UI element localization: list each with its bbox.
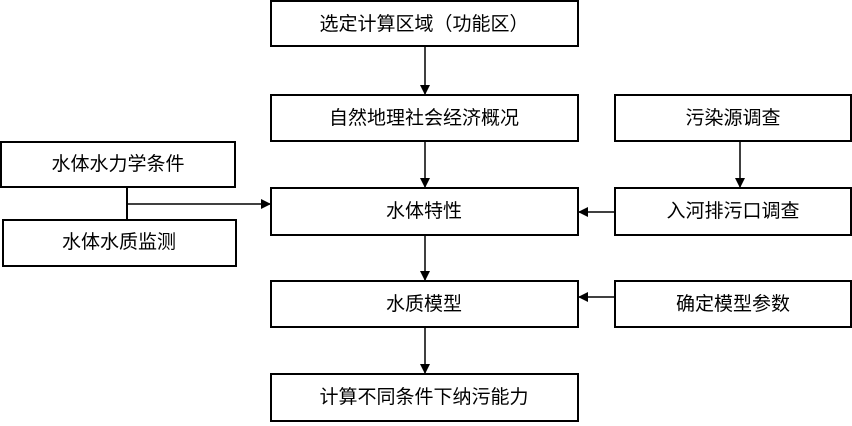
label-water-char: 水体特性 xyxy=(386,200,462,222)
node-capacity xyxy=(270,373,579,422)
label-geo-socio: 自然地理社会经济概况 xyxy=(329,107,519,129)
label-pollution-survey: 污染源调查 xyxy=(685,107,780,129)
label-select-area: 选定计算区域（功能区） xyxy=(319,13,528,35)
node-quality-model xyxy=(270,280,579,328)
node-pollution-survey xyxy=(614,94,852,142)
node-model-params xyxy=(614,280,852,328)
label-outfall-survey: 入河排污口调查 xyxy=(666,200,799,222)
label-quality-monitor: 水体水质监测 xyxy=(62,231,176,253)
node-geo-socio xyxy=(270,94,579,142)
label-model-params: 确定模型参数 xyxy=(676,293,790,315)
label-hydraulics: 水体水力学条件 xyxy=(51,153,184,175)
node-select-area xyxy=(270,0,579,47)
label-quality-model: 水质模型 xyxy=(386,293,462,315)
node-quality-monitor xyxy=(2,219,237,267)
label-capacity: 计算不同条件下纳污能力 xyxy=(319,386,528,408)
node-hydraulics xyxy=(0,141,236,188)
